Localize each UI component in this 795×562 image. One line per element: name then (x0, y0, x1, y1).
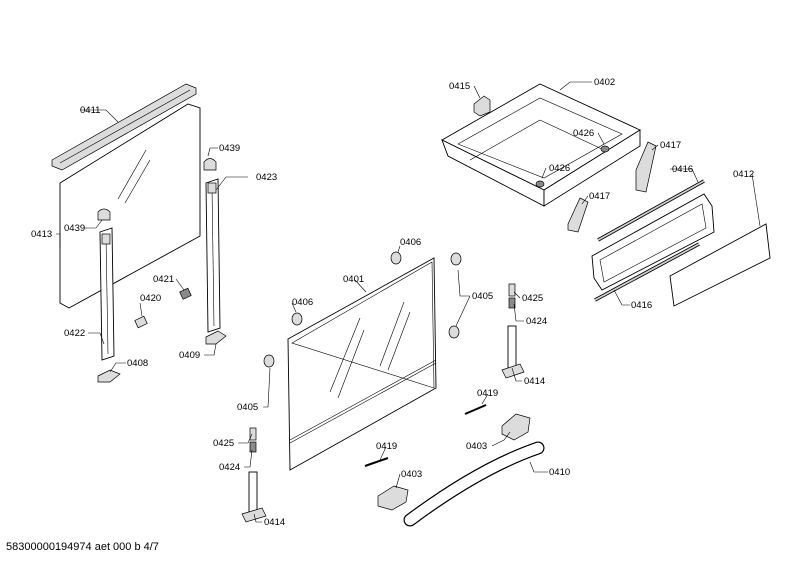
pin-0419-lower (364, 457, 389, 467)
hinge-stack-right (501, 283, 525, 379)
gasket-0416-upper (597, 179, 705, 242)
baking-tray-0402 (441, 83, 641, 207)
top-trim-strip (51, 83, 197, 171)
label-0419-upper: 0419 (477, 388, 498, 399)
label-0424-left: 0424 (219, 462, 240, 473)
door-panel-0401 (287, 257, 437, 471)
hinge-foot-0409 (205, 330, 227, 345)
hinge-foot-0408 (97, 369, 121, 383)
hinge-rail-left (99, 227, 115, 361)
document-reference: 58300000194974 aet 000 b 4/7 (6, 541, 159, 553)
inner-glass-panel (59, 103, 201, 309)
hinge-stack-left (241, 427, 267, 523)
clip-0415 (473, 95, 491, 117)
label-0401: 0401 (343, 274, 364, 285)
gasket-0416-lower (594, 242, 700, 302)
label-0422: 0422 (64, 328, 85, 339)
clip-0421 (179, 287, 192, 300)
shelf-support-0417-upper (635, 141, 657, 193)
label-0413: 0413 (31, 229, 52, 240)
label-0409: 0409 (179, 350, 200, 361)
outer-glass-0412 (669, 223, 771, 307)
label-0439-left: 0439 (64, 223, 85, 234)
label-0426-upper: 0426 (573, 128, 594, 139)
label-0417-lower: 0417 (589, 191, 610, 202)
bumper-0406-left (291, 312, 303, 326)
bumper-0405-right-bottom (448, 325, 460, 339)
part-labels: 0411 0413 0439 0439 0423 0421 0420 0422 … (31, 77, 754, 528)
label-0416-upper: 0416 (672, 164, 693, 175)
label-0406-top: 0406 (400, 237, 421, 248)
guide-0403-lower (377, 485, 409, 511)
label-0426-lower: 0426 (549, 163, 570, 174)
clip-0439-left (97, 208, 111, 221)
label-0406-left: 0406 (292, 297, 313, 308)
bumper-0406-top (390, 251, 402, 265)
label-0412: 0412 (733, 169, 754, 180)
label-0408: 0408 (127, 358, 148, 369)
label-0421: 0421 (153, 274, 174, 285)
guide-0403-upper (501, 413, 531, 441)
bumper-0405-left (263, 354, 275, 368)
label-0403-lower: 0403 (401, 469, 422, 480)
label-0414-left: 0414 (264, 517, 285, 528)
label-0411: 0411 (80, 105, 100, 116)
label-0414-right: 0414 (524, 376, 545, 387)
shelf-support-0417-lower (567, 197, 589, 233)
label-0403-upper: 0403 (466, 441, 487, 452)
clip-0420 (134, 315, 148, 329)
clip-0439-right (203, 158, 217, 171)
label-0417-upper: 0417 (660, 140, 681, 151)
label-0425-right: 0425 (522, 293, 543, 304)
label-0420: 0420 (140, 293, 161, 304)
bumper-0405-right-top (450, 252, 462, 266)
glass-frame (591, 193, 715, 291)
label-0415: 0415 (449, 81, 470, 92)
door-handle-0410 (403, 441, 545, 527)
pin-0419-upper (464, 404, 487, 415)
hinge-rail-right (205, 178, 221, 333)
label-0410: 0410 (549, 467, 570, 478)
label-0405-right: 0405 (472, 291, 493, 302)
label-0419-lower: 0419 (376, 441, 397, 452)
label-0402: 0402 (594, 77, 615, 88)
label-0405-left: 0405 (237, 402, 258, 413)
label-0416-lower: 0416 (631, 300, 652, 311)
label-0423: 0423 (256, 172, 277, 183)
label-0425-left: 0425 (213, 438, 234, 449)
label-0439-right: 0439 (219, 143, 240, 154)
leader-lines (56, 81, 761, 523)
label-0424-right: 0424 (526, 316, 547, 327)
